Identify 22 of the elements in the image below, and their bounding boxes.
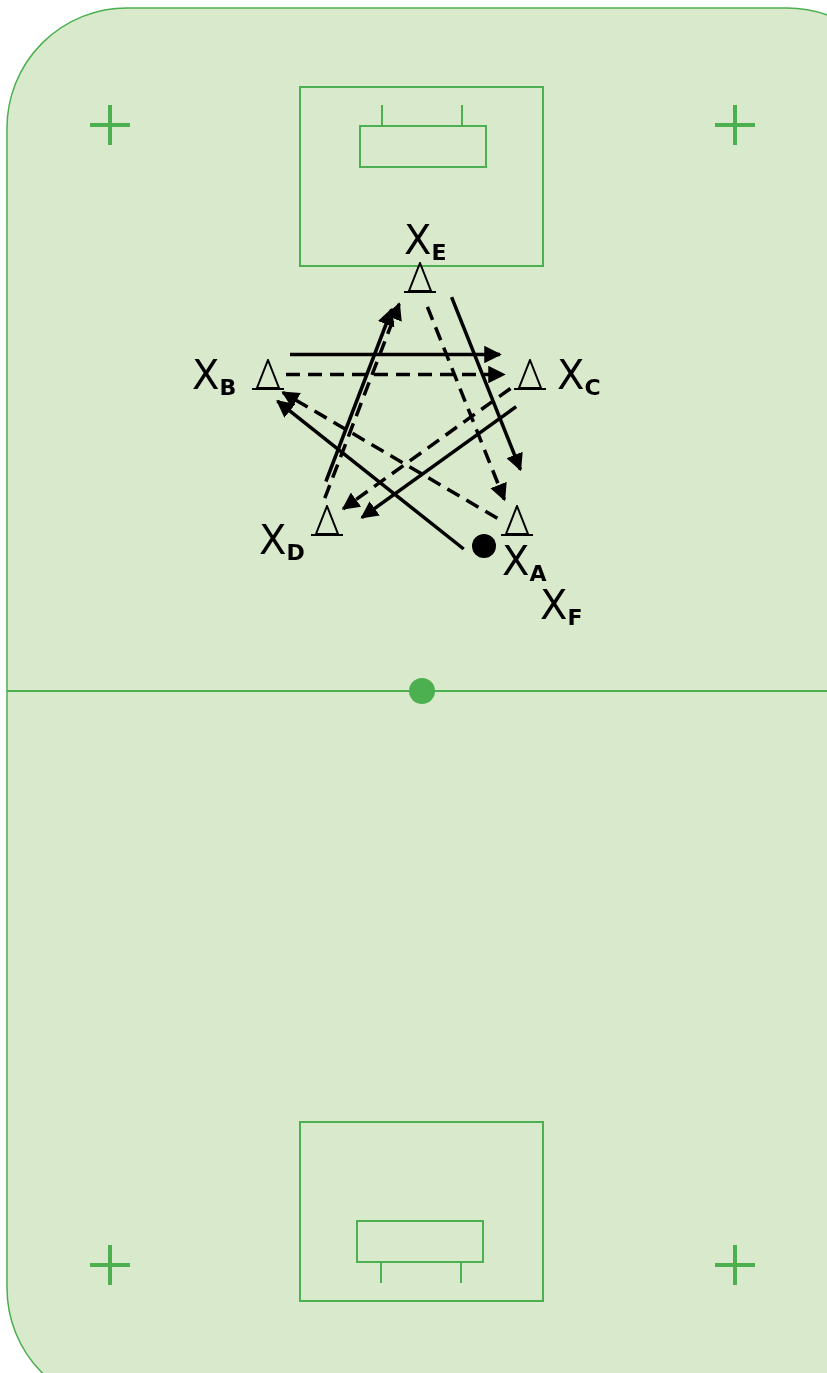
cone <box>311 505 343 536</box>
cone <box>404 262 436 293</box>
arrow <box>290 345 502 364</box>
player-label: X$_{F}$ <box>540 585 583 632</box>
cone <box>252 359 284 390</box>
player-label: X$_{D}$ <box>259 520 305 567</box>
cone <box>514 359 546 390</box>
cone <box>501 505 533 536</box>
player-label: X$_{A}$ <box>502 541 547 588</box>
arrow <box>341 387 512 511</box>
arrow <box>286 365 506 384</box>
arrow <box>281 391 499 520</box>
player-label: X$_{E}$ <box>404 220 447 267</box>
arrow <box>276 399 465 551</box>
arrow <box>324 307 395 483</box>
arrow <box>323 302 402 499</box>
arrow <box>425 306 507 502</box>
arrow <box>360 405 518 520</box>
player-label: X$_{C}$ <box>557 355 601 402</box>
ball <box>472 534 496 558</box>
player-label: X$_{B}$ <box>192 355 237 402</box>
arrow <box>449 296 523 472</box>
